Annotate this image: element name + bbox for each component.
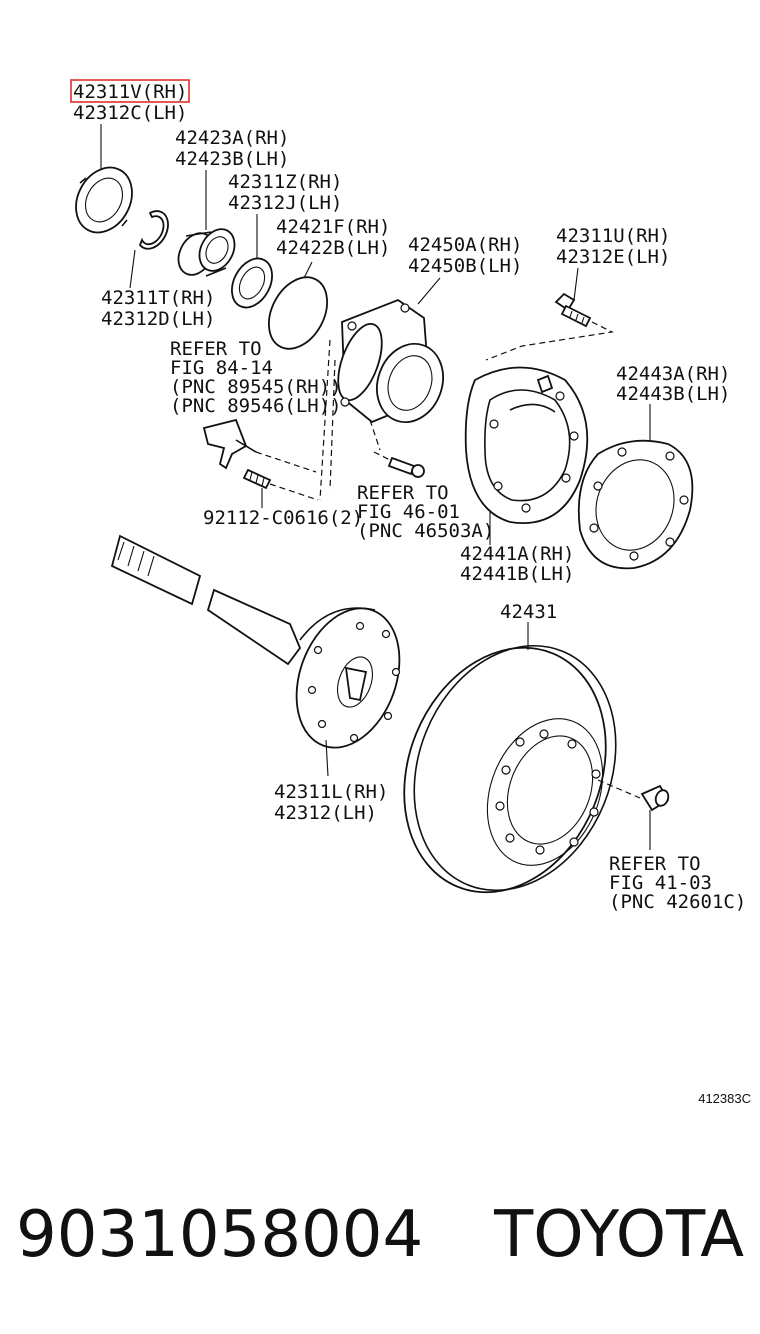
label-axle-shaft-lh[interactable]: 42312(LH): [274, 802, 377, 824]
label-disc[interactable]: 42431: [500, 601, 557, 623]
backing-plate-part: [464, 366, 589, 524]
stud-part: [242, 468, 272, 490]
wheel-nut-part: [640, 784, 670, 812]
refer-brake-line-2[interactable]: FIG 46-01: [357, 501, 460, 523]
refer-sensor-line-3[interactable]: (PNC 89545(RH)): [170, 376, 342, 398]
gasket-part: [577, 439, 694, 570]
label-o-ring-rh[interactable]: 42421F(RH): [276, 216, 390, 238]
label-bearing-rh[interactable]: 42423A(RH): [175, 127, 289, 149]
refer-brake-line-1: REFER TO: [357, 482, 449, 504]
refer-sensor-line-4[interactable]: (PNC 89546(LH)): [170, 395, 342, 417]
snap-ring-part: [138, 210, 169, 250]
brake-bolt-part: [387, 456, 425, 478]
label-oil-seal-rh[interactable]: 42311V(RH): [73, 81, 187, 103]
inner-seal-part: [231, 257, 273, 309]
o-ring-part: [268, 276, 328, 350]
label-hub-bearing-rh[interactable]: 42450A(RH): [408, 234, 522, 256]
label-backing-plate-rh[interactable]: 42441A(RH): [460, 543, 574, 565]
refer-nut-line-2[interactable]: FIG 41-03: [609, 872, 712, 894]
refer-brake-line-3[interactable]: (PNC 46503A): [357, 520, 494, 542]
oil-seal-part: [75, 166, 133, 234]
label-bearing-lh[interactable]: 42423B(LH): [175, 148, 289, 170]
highlight-box: [70, 79, 190, 103]
part-number: 9031058004: [16, 1198, 423, 1272]
label-gasket-rh[interactable]: 42443A(RH): [616, 363, 730, 385]
refer-sensor-line-1: REFER TO: [170, 338, 262, 360]
hub-bolt-part: [554, 292, 592, 328]
speed-sensor-part: [202, 418, 257, 470]
refer-nut-line-1: REFER TO: [609, 853, 701, 875]
axle-shaft-part: [110, 534, 401, 749]
bearing-part: [177, 228, 236, 277]
label-axle-shaft-rh[interactable]: 42311L(RH): [274, 781, 388, 803]
brake-disc-part: [403, 644, 617, 894]
figure-code: 412383C: [698, 1091, 751, 1106]
label-oil-seal-lh[interactable]: 42312C(LH): [73, 102, 187, 124]
label-gasket-lh[interactable]: 42443B(LH): [616, 383, 730, 405]
label-hub-bearing-lh[interactable]: 42450B(LH): [408, 255, 522, 277]
brand-name: TOYOTA: [493, 1198, 744, 1272]
refer-nut-line-3[interactable]: (PNC 42601C): [609, 891, 746, 913]
label-backing-plate-lh[interactable]: 42441B(LH): [460, 563, 574, 585]
label-snap-ring-rh[interactable]: 42311T(RH): [101, 287, 215, 309]
label-o-ring-lh[interactable]: 42422B(LH): [276, 237, 390, 259]
label-stud[interactable]: 92112-C0616(2): [203, 507, 363, 529]
label-bolt-rh[interactable]: 42311U(RH): [556, 225, 670, 247]
hub-bearing-part: [337, 298, 444, 424]
label-inner-seal-lh[interactable]: 42312J(LH): [228, 192, 342, 214]
label-bolt-lh[interactable]: 42312E(LH): [556, 246, 670, 268]
label-inner-seal-rh[interactable]: 42311Z(RH): [228, 171, 342, 193]
refer-sensor-line-2[interactable]: FIG 84-14: [170, 357, 273, 379]
label-snap-ring-lh[interactable]: 42312D(LH): [101, 308, 215, 330]
